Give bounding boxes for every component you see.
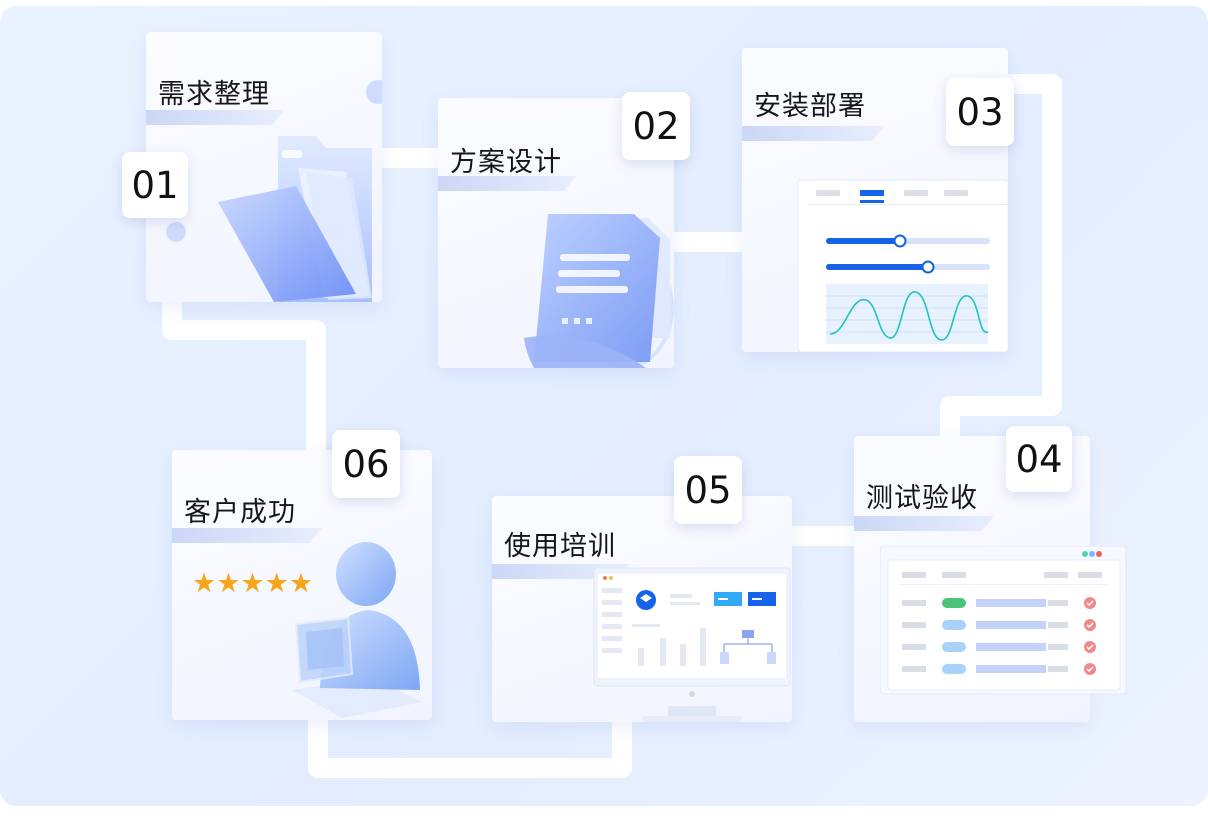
title-underline [146,110,284,125]
step-title: 方案设计 [450,147,562,178]
step-badge-06: 06 [332,430,400,498]
step-title: 需求整理 [158,79,270,110]
step-badge-02: 02 [622,92,690,160]
title-underline [172,528,322,543]
step-badge-04: 04 [1006,426,1072,492]
monitor-dashboard-illustration [593,567,791,722]
step-card-01: 需求整理 [146,32,382,302]
step-title: 客户成功 [184,497,296,528]
step-title: 测试验收 [866,483,978,514]
title-underline [742,126,884,141]
folder-icon [166,80,382,302]
step-badge-01: 01 [122,152,188,218]
rating-stars: ★★★★★ [192,568,314,599]
step-badge-05: 05 [674,456,742,524]
step-title: 使用培训 [504,531,616,562]
title-underline [854,516,994,531]
settings-panel-illustration [797,179,1008,352]
document-icon [524,214,674,368]
step-card-05: 使用培训 [492,496,792,722]
step-title: 安装部署 [754,91,866,122]
process-path [162,74,1062,778]
process-diagram-background: 需求整理 01 方案设计 [0,6,1208,806]
user-icon [292,542,422,718]
test-checklist-illustration [880,546,1127,695]
title-underline [438,176,576,191]
step-badge-03: 03 [946,78,1014,146]
